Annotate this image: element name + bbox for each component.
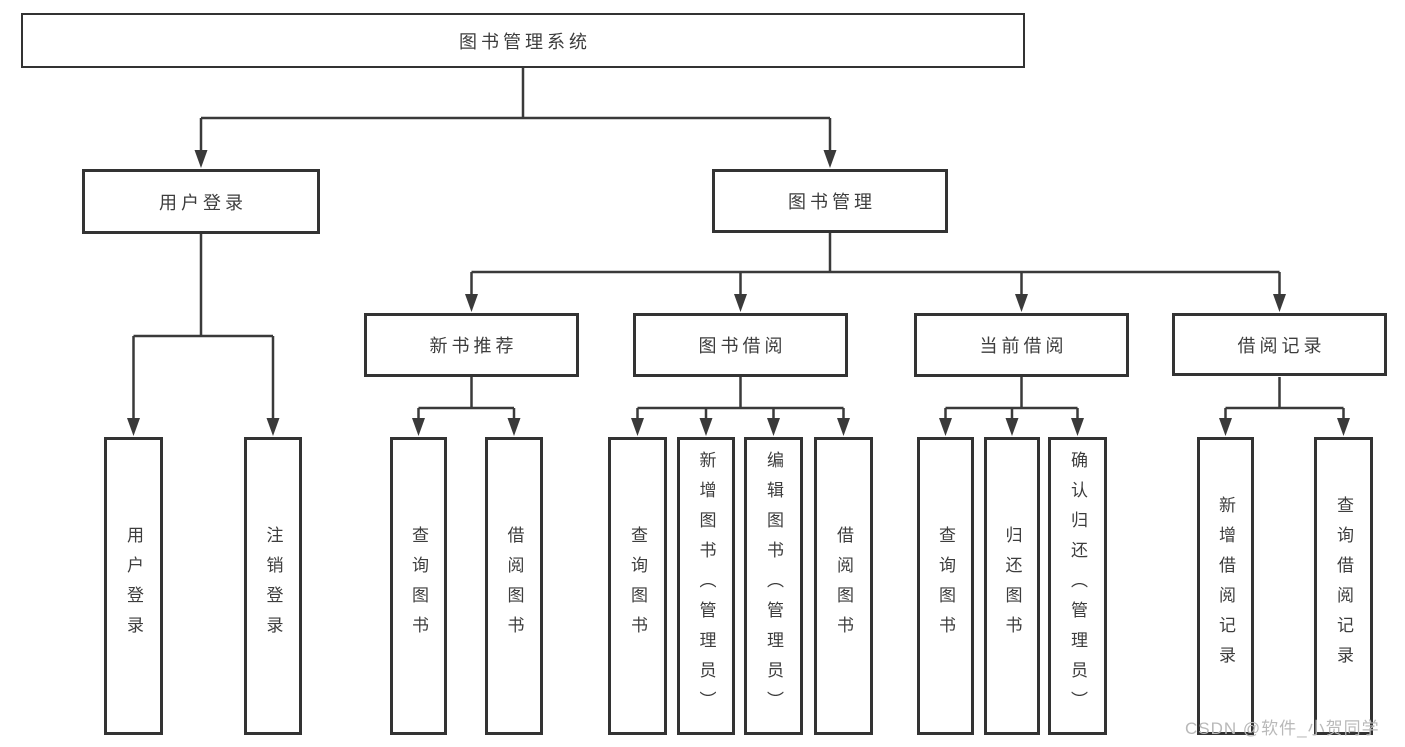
node-user-login: 用户登录 <box>82 169 320 234</box>
leaf-logout-label: 注销登录 <box>263 526 283 646</box>
leaf-borrow-book-label: 借阅图书 <box>834 526 853 646</box>
node-borrow-records-label: 借阅记录 <box>1237 335 1326 356</box>
leaf-add-book-admin-label: 新增图书（管理员） <box>696 451 716 721</box>
leaf-newbooks-query-book-label: 查询图书 <box>409 526 428 646</box>
node-book-borrow: 图书借阅 <box>633 313 848 377</box>
leaf-newbooks-query-book: 查询图书 <box>390 437 447 735</box>
leaf-borrow-book: 借阅图书 <box>814 437 873 735</box>
node-library-system-label: 图书管理系统 <box>459 31 591 52</box>
leaf-add-borrow-record-label: 新增借阅记录 <box>1216 496 1235 676</box>
leaf-query-borrow-record: 查询借阅记录 <box>1314 437 1373 735</box>
leaf-confirm-return-admin: 确认归还（管理员） <box>1048 437 1107 735</box>
node-new-book-recommend-label: 新书推荐 <box>429 336 518 356</box>
arrowheads <box>127 150 1350 436</box>
node-book-borrow-label: 图书借阅 <box>698 336 787 356</box>
leaf-current-query-book-label: 查询图书 <box>936 526 955 646</box>
leaf-newbooks-borrow-book-label: 借阅图书 <box>504 526 524 646</box>
node-new-book-recommend: 新书推荐 <box>364 313 579 377</box>
leaf-newbooks-borrow-book: 借阅图书 <box>485 437 543 735</box>
leaf-logout: 注销登录 <box>244 437 302 735</box>
csdn-watermark: CSDN @软件_小贺同学 <box>1185 719 1380 738</box>
node-current-borrow-label: 当前借阅 <box>979 336 1068 356</box>
leaf-edit-book-admin: 编辑图书（管理员） <box>744 437 803 735</box>
node-book-management-label: 图书管理 <box>788 192 876 212</box>
node-borrow-records: 借阅记录 <box>1172 313 1387 376</box>
leaf-add-borrow-record: 新增借阅记录 <box>1197 437 1254 735</box>
leaf-current-query-book: 查询图书 <box>917 437 974 735</box>
leaf-return-book: 归还图书 <box>984 437 1040 735</box>
node-book-management: 图书管理 <box>712 169 948 233</box>
leaf-user-login-label: 用户登录 <box>124 526 143 646</box>
node-library-system: 图书管理系统 <box>21 13 1025 68</box>
leaf-borrow-query-book: 查询图书 <box>608 437 667 735</box>
node-user-login-label: 用户登录 <box>159 192 247 213</box>
leaf-return-book-label: 归还图书 <box>1002 526 1022 646</box>
leaf-add-book-admin: 新增图书（管理员） <box>677 437 735 735</box>
leaf-user-login: 用户登录 <box>104 437 163 735</box>
leaf-confirm-return-admin-label: 确认归还（管理员） <box>1068 451 1087 721</box>
leaf-borrow-query-book-label: 查询图书 <box>628 526 647 646</box>
leaf-edit-book-admin-label: 编辑图书（管理员） <box>764 451 783 721</box>
node-current-borrow: 当前借阅 <box>914 313 1129 377</box>
leaf-query-borrow-record-label: 查询借阅记录 <box>1334 496 1353 676</box>
